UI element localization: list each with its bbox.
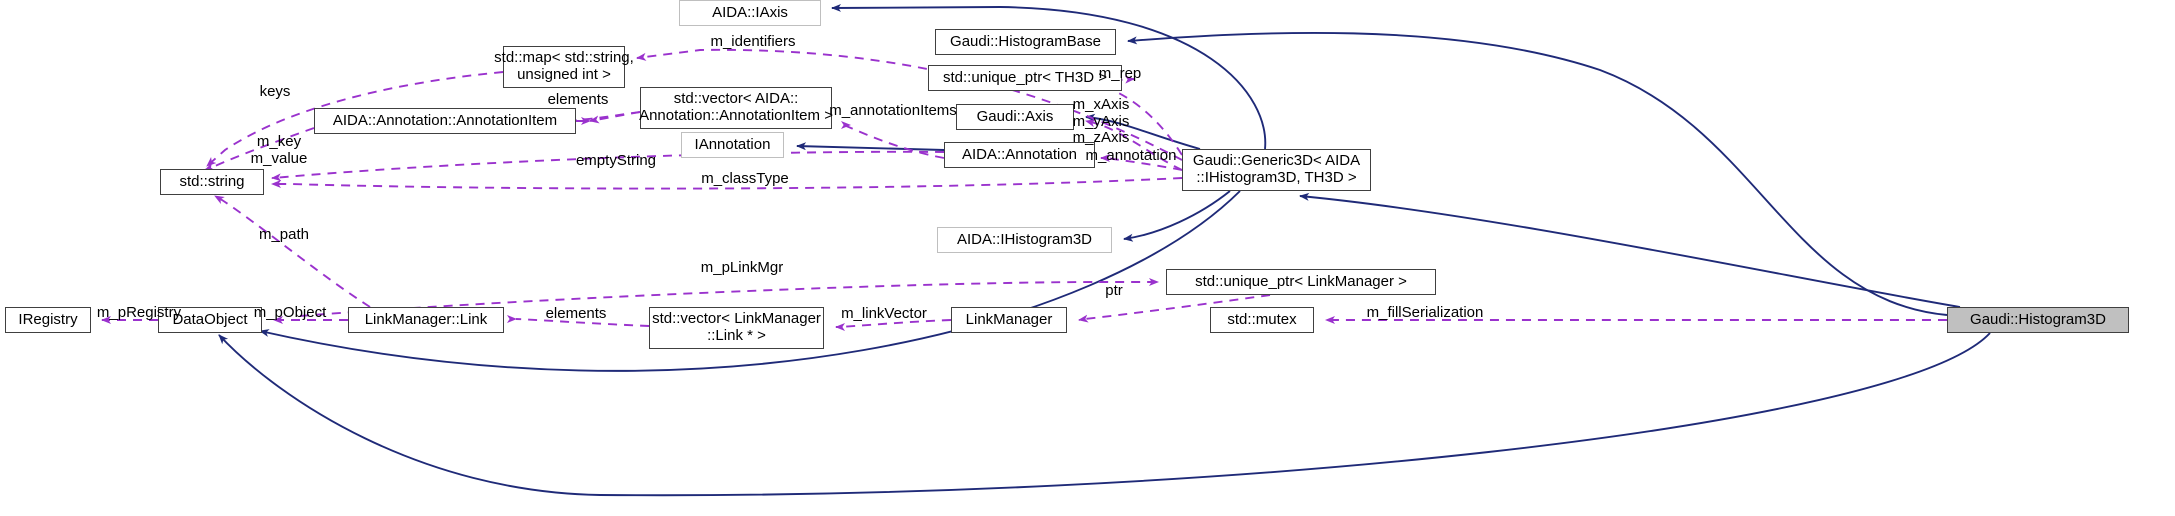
- class-node-uptrlinkmgr[interactable]: std::unique_ptr< LinkManager >: [1166, 269, 1436, 295]
- edge-label-m_pObject: m_pObject: [253, 304, 327, 321]
- class-node-histbase[interactable]: Gaudi::HistogramBase: [935, 29, 1116, 55]
- class-node-uptrth3d[interactable]: std::unique_ptr< TH3D >: [928, 65, 1122, 91]
- edge-label-m_key_value: m_key m_value: [250, 133, 308, 167]
- class-node-iannotation[interactable]: IAnnotation: [681, 132, 784, 158]
- edge-label-m_fillSerialization: m_fillSerialization: [1366, 304, 1484, 321]
- class-node-vecannitem[interactable]: std::vector< AIDA:: Annotation::Annotati…: [639, 87, 833, 129]
- edge-label-m_pRegistry: m_pRegistry: [96, 304, 182, 321]
- class-node-annotation[interactable]: AIDA::Annotation: [944, 142, 1095, 168]
- class-node-ihist3d[interactable]: AIDA::IHistogram3D: [937, 227, 1112, 253]
- class-node-link[interactable]: LinkManager::Link: [348, 307, 504, 333]
- edge-label-m_annotation: m_annotation: [1085, 147, 1177, 164]
- class-node-mutex[interactable]: std::mutex: [1210, 307, 1314, 333]
- usage-edges: [101, 48, 1947, 331]
- class-node-hist3d[interactable]: Gaudi::Histogram3D: [1947, 307, 2129, 333]
- edge-label-m_identifiers: m_identifiers: [710, 33, 796, 50]
- edge-label-m_linkVector: m_linkVector: [841, 305, 927, 322]
- class-node-veclink[interactable]: std::vector< LinkManager ::Link * >: [649, 307, 824, 349]
- edge-label-m_classType: m_classType: [701, 170, 789, 187]
- edge-label-emptyString: emptyString: [575, 152, 657, 169]
- edge-label-keys: keys: [259, 83, 291, 100]
- edge-label-m_annotationItems: m_annotationItems: [829, 102, 957, 119]
- edge-label-elements_ann: elements: [547, 91, 609, 108]
- class-node-linkmanager[interactable]: LinkManager: [951, 307, 1067, 333]
- edge-label-m_axes: m_xAxis m_yAxis m_zAxis: [1072, 96, 1130, 146]
- edge-label-elements_link: elements: [545, 305, 607, 322]
- edge-label-m_rep: m_rep: [1098, 65, 1142, 82]
- edge-label-m_pLinkMgr: m_pLinkMgr: [700, 259, 784, 276]
- class-node-dataobject[interactable]: DataObject: [158, 307, 262, 333]
- edge-label-m_path: m_path: [258, 226, 310, 243]
- class-node-string[interactable]: std::string: [160, 169, 264, 195]
- class-node-iregistry[interactable]: IRegistry: [5, 307, 91, 333]
- class-node-annitem[interactable]: AIDA::Annotation::AnnotationItem: [314, 108, 576, 134]
- inheritance-edges: [218, 3, 1991, 497]
- class-node-gaudiaxis[interactable]: Gaudi::Axis: [956, 104, 1074, 130]
- class-node-generic3d[interactable]: Gaudi::Generic3D< AIDA ::IHistogram3D, T…: [1182, 149, 1371, 191]
- class-node-iaxis[interactable]: AIDA::IAxis: [679, 0, 821, 26]
- class-node-map[interactable]: std::map< std::string, unsigned int >: [494, 46, 634, 88]
- edge-label-ptr: ptr: [1105, 282, 1123, 299]
